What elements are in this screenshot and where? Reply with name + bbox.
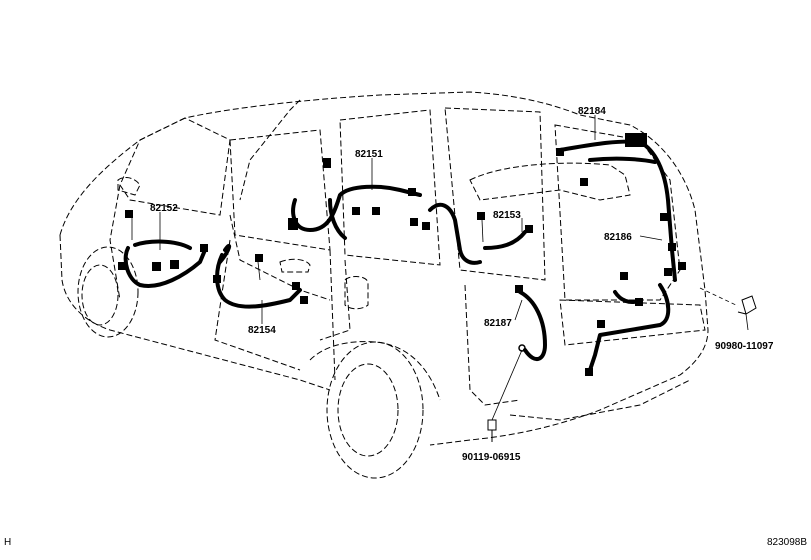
clip-90980-11097[interactable] [699,287,757,331]
bolt-90119-06915[interactable] [487,349,523,442]
label-82152: 82152 [150,203,178,214]
harness-82186[interactable] [585,272,671,376]
label-90119-06915: 90119-06915 [462,452,521,463]
harness-82151[interactable] [288,158,422,240]
label-82151: 82151 [355,149,383,160]
page-marker: H [4,537,12,548]
harness-82184[interactable] [556,133,686,282]
label-82186: 82186 [604,232,632,243]
label-82153: 82153 [493,210,521,221]
harness-82153[interactable] [422,202,533,265]
leader-lines [159,115,663,324]
harness-82187[interactable] [515,285,547,361]
label-82154: 82154 [248,325,276,336]
harness-82152[interactable] [118,210,208,288]
label-82184: 82184 [578,106,606,117]
harness-82154[interactable] [213,243,308,309]
diagram-code: 823098B [766,537,807,548]
label-82187: 82187 [484,318,512,329]
label-90980-11097: 90980-11097 [715,341,774,352]
